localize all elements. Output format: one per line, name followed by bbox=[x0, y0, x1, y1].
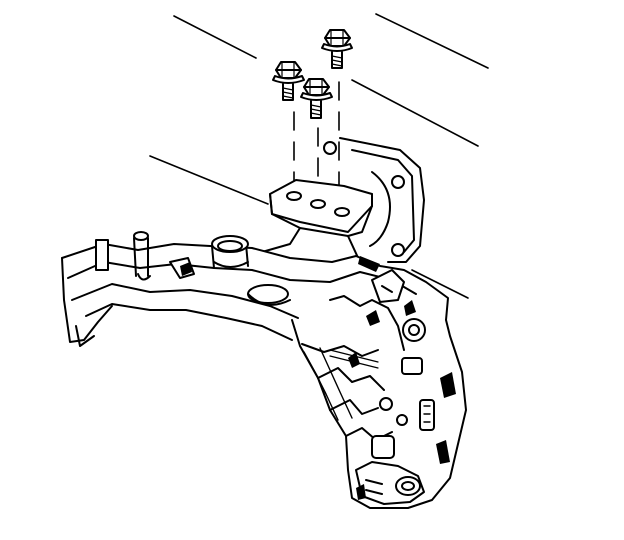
reference-lines bbox=[149, 13, 489, 299]
bolt-icon bbox=[300, 78, 333, 119]
bolt-icon bbox=[321, 29, 353, 69]
bolt-icon bbox=[272, 61, 305, 101]
mount-bracket-icon bbox=[261, 179, 373, 263]
mount-flange bbox=[323, 137, 425, 263]
housing-shading bbox=[180, 256, 456, 500]
engine-housing-icon bbox=[61, 231, 467, 509]
